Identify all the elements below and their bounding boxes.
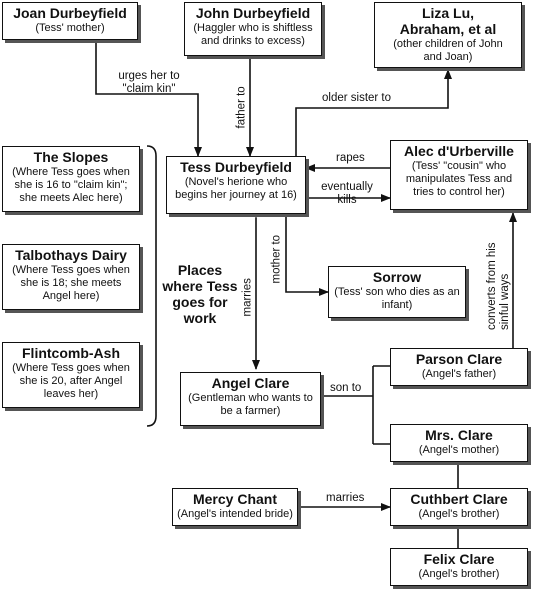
label-older-sister: older sister to xyxy=(322,92,392,104)
places-label: Places where Tess goes for work xyxy=(162,262,238,326)
node-felix-clare: Felix Clare (Angel's brother) xyxy=(390,548,528,586)
places-bracket xyxy=(146,145,157,427)
node-cuthbert-clare: Cuthbert Clare (Angel's brother) xyxy=(390,488,528,526)
node-desc: (Angel's brother) xyxy=(418,568,500,580)
node-name: Parson Clare xyxy=(415,351,503,367)
node-mrs-clare: Mrs. Clare (Angel's mother) xyxy=(390,424,528,462)
node-name: Alec d'Urberville xyxy=(404,143,514,159)
edge-tess-mother-sorrow xyxy=(285,215,329,296)
node-name: Angel Clare xyxy=(211,375,290,391)
node-desc: (Novel's herione who begins her journey … xyxy=(175,176,297,201)
edge-joan-urges-tess xyxy=(95,40,202,157)
node-desc: (Tess' son who dies as an infant) xyxy=(334,286,460,311)
label-eventually-kills: eventually kills xyxy=(321,181,373,206)
node-liza-lu: Liza Lu, Abraham, et al (other children … xyxy=(374,2,522,68)
node-name: Sorrow xyxy=(372,269,422,285)
node-name: Joan Durbeyfield xyxy=(13,5,127,21)
node-name: Tess Durbeyfield xyxy=(180,159,292,175)
node-desc: (Angel's brother) xyxy=(418,508,500,520)
node-name: Mercy Chant xyxy=(192,491,278,507)
node-name: Talbothays Dairy xyxy=(15,247,127,263)
node-name: Flintcomb-Ash xyxy=(22,345,120,361)
node-desc: (Where Tess goes when she is 16 to "clai… xyxy=(12,166,130,204)
node-talbothays-dairy: Talbothays Dairy (Where Tess goes when s… xyxy=(2,244,140,310)
node-desc: (Tess' mother) xyxy=(35,22,105,34)
node-desc: (Haggler who is shiftless and drinks to … xyxy=(193,22,313,47)
label-mother-to: mother to xyxy=(270,234,283,284)
node-the-slopes: The Slopes (Where Tess goes when she is … xyxy=(2,146,140,212)
node-desc: (Gentleman who wants to be a farmer) xyxy=(188,392,313,417)
label-converts: converts from his sinful ways xyxy=(486,242,511,330)
node-desc: (Where Tess goes when she is 18; she mee… xyxy=(12,264,130,302)
node-name: Felix Clare xyxy=(423,551,495,567)
label-son-to: son to xyxy=(330,382,362,394)
node-flintcomb-ash: Flintcomb-Ash (Where Tess goes when she … xyxy=(2,342,140,408)
node-desc: (Angel's father) xyxy=(421,368,497,380)
label-urges: urges her to "claim kin" xyxy=(118,70,180,95)
node-tess-durbeyfield: Tess Durbeyfield (Novel's herione who be… xyxy=(166,156,306,214)
node-sorrow: Sorrow (Tess' son who dies as an infant) xyxy=(328,266,466,318)
node-desc: (Angel's intended bride) xyxy=(177,508,293,520)
node-alec-durberville: Alec d'Urberville (Tess' "cousin" who ma… xyxy=(390,140,528,210)
node-name: Liza Lu, Abraham, et al xyxy=(399,5,497,37)
node-angel-clare: Angel Clare (Gentleman who wants to be a… xyxy=(180,372,321,426)
node-desc: (Where Tess goes when she is 20, after A… xyxy=(12,362,130,400)
label-rapes: rapes xyxy=(336,152,365,164)
node-name: The Slopes xyxy=(33,149,109,165)
node-desc: (other children of John and Joan) xyxy=(393,38,503,63)
label-marries-tess-angel: marries xyxy=(241,278,254,317)
node-joan-durbeyfield: Joan Durbeyfield (Tess' mother) xyxy=(2,2,138,40)
node-name: John Durbeyfield xyxy=(195,5,311,21)
label-father-to: father to xyxy=(235,86,248,129)
node-mercy-chant: Mercy Chant (Angel's intended bride) xyxy=(172,488,298,526)
node-desc: (Tess' "cousin" who manipulates Tess and… xyxy=(405,160,513,198)
node-parson-clare: Parson Clare (Angel's father) xyxy=(390,348,528,386)
node-name: Mrs. Clare xyxy=(425,427,493,443)
node-name: Cuthbert Clare xyxy=(410,491,508,507)
node-desc: (Angel's mother) xyxy=(418,444,500,456)
edge-tess-sister-liza xyxy=(295,69,452,156)
label-marries-mercy: marries xyxy=(326,492,365,504)
node-john-durbeyfield: John Durbeyfield (Haggler who is shiftle… xyxy=(184,2,322,56)
